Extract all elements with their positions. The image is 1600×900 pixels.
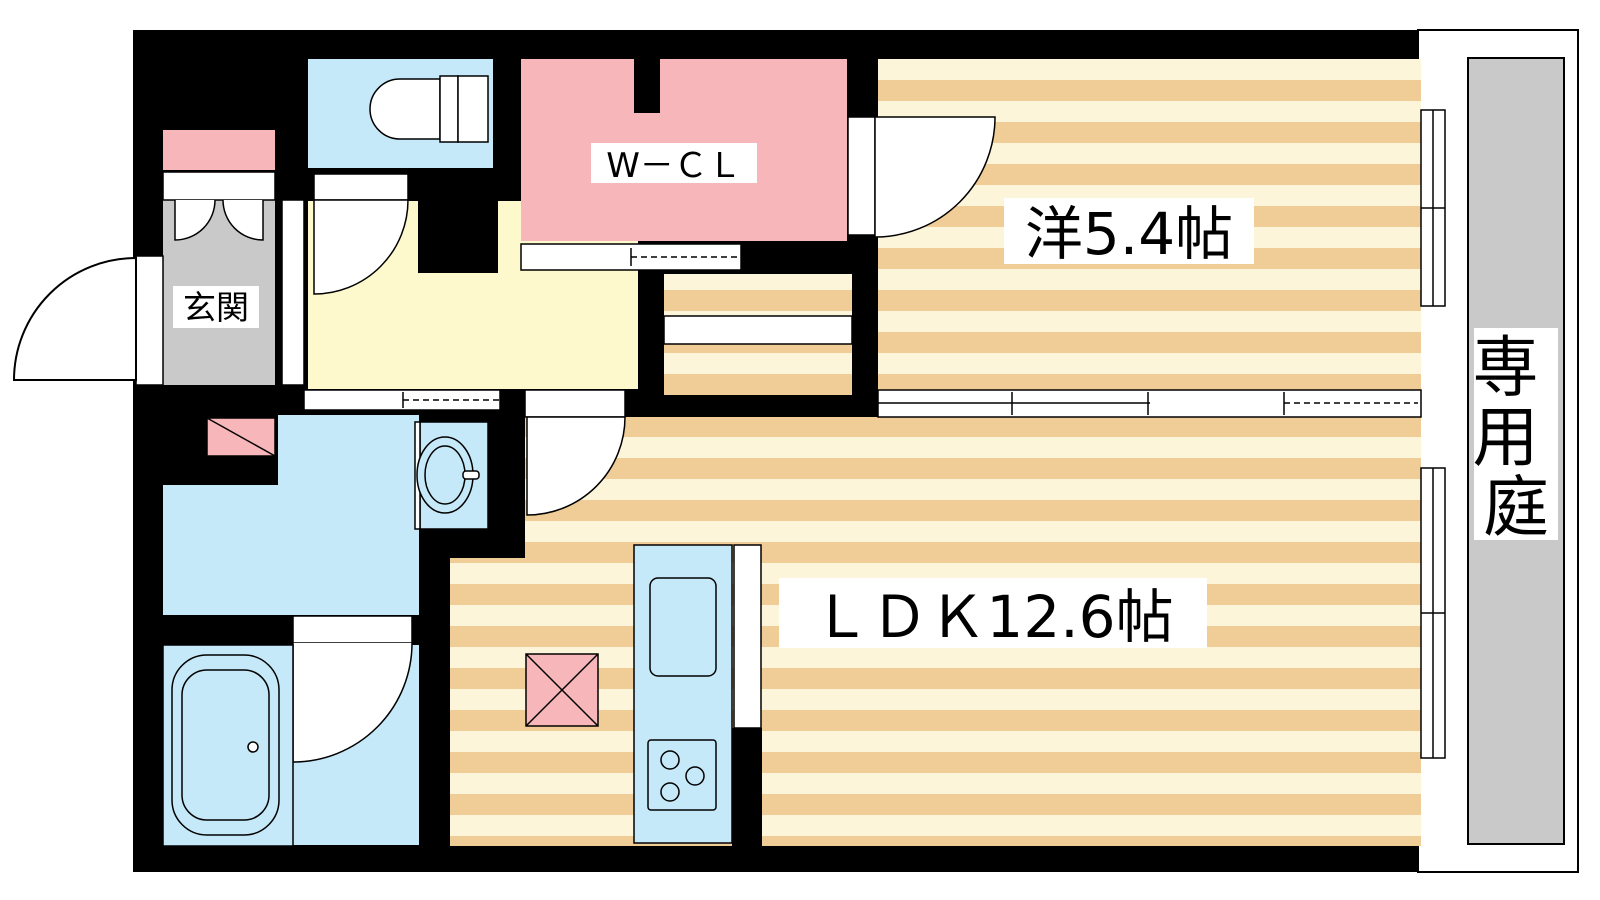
shoe-cabinet [163, 130, 275, 170]
stove-icon [647, 739, 717, 811]
washbasin-icon [414, 421, 489, 530]
window-western [1420, 109, 1446, 307]
entrance-label: 玄関 [183, 288, 249, 327]
entrance-shelf [162, 171, 276, 201]
sink-icon [649, 577, 717, 677]
western-room-door-swing[interactable] [874, 116, 996, 238]
closet-notch [634, 59, 660, 113]
ldk-floor-upper [525, 417, 1421, 558]
corridor-pocket [418, 201, 498, 273]
entrance-door-frame [135, 255, 164, 386]
bathroom-door-swing[interactable] [292, 642, 413, 763]
walk-in-closet-label: W－ＣＬ [606, 146, 742, 186]
front-door-swing[interactable] [12, 256, 137, 381]
bathtub-icon [162, 644, 294, 847]
toilet-door-swing[interactable] [313, 199, 409, 295]
western-room-label: 洋5.4帖 [1025, 200, 1233, 268]
private-garden-label: 専 用 庭 [1473, 329, 1560, 546]
ldk-door-swing[interactable] [526, 416, 626, 516]
toilet-icon [369, 75, 489, 143]
hall-door-frame [663, 315, 853, 345]
entrance-step [281, 199, 305, 386]
ldk-label: ＬＤＫ12.6帖 [812, 583, 1173, 651]
refrigerator-space-icon [525, 653, 599, 727]
window-ldk [1420, 467, 1446, 759]
